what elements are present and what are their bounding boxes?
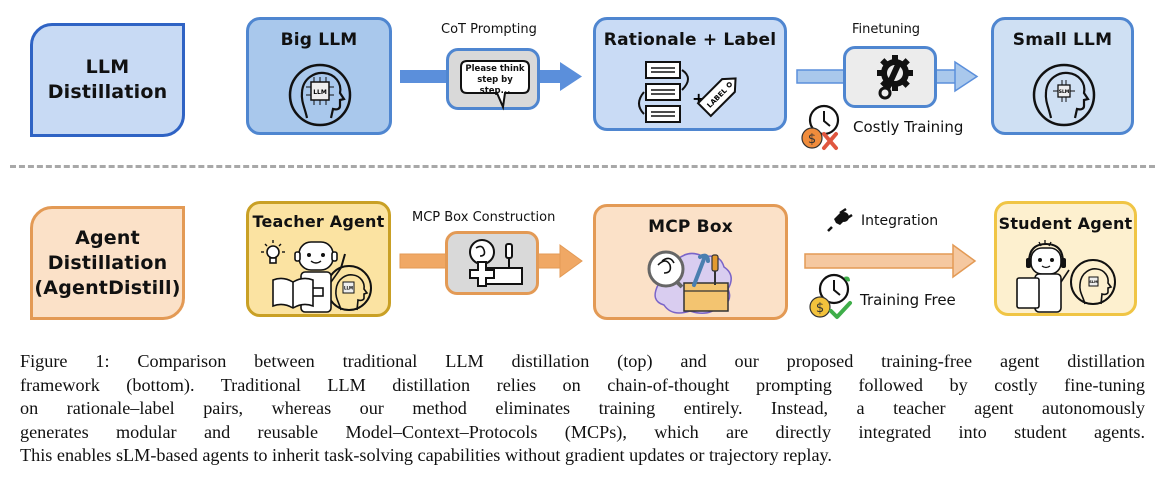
node-title: Big LLM bbox=[280, 30, 358, 50]
row-label-agent-distillation: Agent Distillation (AgentDistill) bbox=[30, 206, 185, 320]
node-teacher-agent: Teacher Agent LLM bbox=[246, 201, 391, 317]
node-big-llm: Big LLM LLM bbox=[246, 17, 392, 135]
edge-note-costly-training: Costly Training bbox=[853, 118, 964, 136]
caption-line: framework (bottom). Traditional LLM dist… bbox=[20, 374, 1145, 395]
teacher-robot-icon: LLM bbox=[261, 240, 372, 313]
edge-label-cot-prompting: CoT Prompting bbox=[441, 22, 537, 37]
cot-prompt-box: Please think step by step... bbox=[446, 48, 540, 111]
chip-label: SLM bbox=[1059, 89, 1070, 95]
caption-line: generates modular and reusable Model–Con… bbox=[20, 421, 1145, 442]
row-label-line: LLM bbox=[85, 56, 130, 78]
gear-wrench-icon bbox=[877, 55, 913, 100]
node-title: Student Agent bbox=[998, 214, 1133, 233]
training-free-icon: $ bbox=[809, 273, 852, 319]
finetune-box bbox=[843, 46, 937, 108]
edge-label-finetuning: Finetuning bbox=[852, 22, 921, 37]
chip-label: LLM bbox=[313, 89, 327, 96]
brain-chip-icon: SLM bbox=[1032, 63, 1096, 127]
costly-training-icon: $ bbox=[801, 104, 840, 150]
bubble-text-line: step by step... bbox=[477, 75, 513, 96]
row-divider bbox=[10, 165, 1155, 168]
node-small-llm: Small LLM SLM bbox=[991, 17, 1134, 135]
bubble-text-line: Please think bbox=[465, 64, 525, 74]
edge-note-training-free: Training Free bbox=[860, 291, 956, 309]
plug-icon bbox=[827, 207, 853, 232]
caption-line: Figure 1: Comparison between traditional… bbox=[20, 351, 1145, 371]
rationale-label-icon: + LABEL bbox=[638, 61, 737, 123]
mcp-toolbox-icon bbox=[647, 250, 732, 314]
row-label-line: Distillation bbox=[47, 251, 168, 274]
node-title: Rationale + Label bbox=[603, 30, 777, 50]
speech-bubble-icon bbox=[460, 60, 530, 111]
row-label-line: (AgentDistill) bbox=[34, 276, 181, 299]
student-robot-icon: SLM bbox=[1016, 240, 1116, 313]
node-rationale-label: Rationale + Label + LABEL bbox=[593, 17, 787, 131]
arrow-integration bbox=[804, 243, 977, 279]
svg-text:$: $ bbox=[816, 301, 824, 316]
mcp-construction-box bbox=[445, 231, 539, 295]
chip-label: LLM bbox=[344, 286, 353, 291]
node-title: Teacher Agent bbox=[252, 212, 385, 231]
caption-line: This enables sLM-based agents to inherit… bbox=[20, 445, 832, 465]
node-title: Small LLM bbox=[1012, 30, 1113, 50]
row-label-line: Agent bbox=[75, 226, 140, 249]
row-label-llm-distillation: LLM Distillation bbox=[30, 23, 185, 137]
node-mcp-box: MCP Box bbox=[593, 204, 788, 320]
node-title: MCP Box bbox=[648, 217, 733, 237]
svg-text:$: $ bbox=[808, 132, 816, 147]
row-label-line: Distillation bbox=[47, 81, 168, 103]
edge-label-mcp-box-construction: MCP Box Construction bbox=[412, 210, 556, 225]
mcp-build-icon bbox=[469, 239, 523, 287]
caption-line: on rationale–label pairs, whereas our me… bbox=[20, 398, 1145, 418]
node-student-agent: Student Agent SLM bbox=[994, 201, 1137, 316]
edge-label-integration: Integration bbox=[861, 213, 939, 229]
brain-chip-icon: LLM bbox=[288, 63, 352, 127]
figure-caption: Figure 1: Comparison between traditional… bbox=[20, 350, 1145, 468]
chip-label: SLM bbox=[1089, 280, 1098, 284]
